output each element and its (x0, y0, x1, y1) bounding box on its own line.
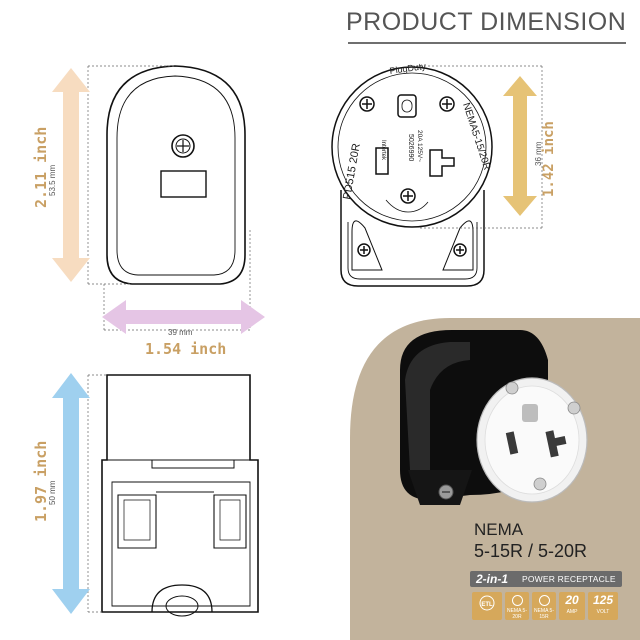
guide-lines-back (87, 65, 251, 331)
outlet-icon (538, 594, 550, 606)
title-underline (348, 42, 626, 44)
height-arrow-back (52, 68, 90, 282)
cert-cap: NEMA 5-20R (506, 608, 527, 620)
plug-height-mm: 53.5 mm (48, 164, 57, 196)
receptacle-photo (400, 330, 588, 505)
cert-label: Intertek (380, 140, 386, 161)
volt-value: 125 (592, 593, 614, 607)
code-label: 5026990 (407, 134, 414, 161)
plug-face-view (331, 66, 493, 287)
amp-caption: AMP (566, 609, 578, 615)
cert-volt: 125 VOLT (588, 592, 618, 620)
side-height-mm: 50 mm (48, 480, 57, 505)
feature-badge-strong: 2-in-1 (476, 572, 509, 586)
model-left-label: PD515 20R (341, 142, 363, 200)
guide-lines-face (412, 65, 543, 229)
plug-back-view (106, 65, 246, 285)
outlet-icon (511, 594, 523, 606)
feature-badge (470, 571, 622, 587)
cert-cap: NEMA 5-15R (533, 608, 554, 620)
height-arrow-side (52, 373, 90, 614)
product-name: NEMA (474, 520, 524, 539)
page-title: PRODUCT DIMENSION (346, 8, 627, 36)
product-variants: 5-15R / 5-20R (474, 541, 588, 561)
feature-badge-text: POWER RECEPTACLE (522, 574, 616, 584)
svg-text:ETL: ETL (481, 602, 493, 608)
guide-lines-side (87, 374, 107, 613)
volt-caption: VOLT (596, 609, 610, 615)
plug-side-view (101, 374, 259, 617)
face-height-mm: 36 mm (534, 141, 543, 166)
cert-badge-listed: ETL (472, 592, 502, 620)
width-arrow (102, 300, 265, 334)
height-arrow-face (503, 76, 537, 216)
cert-nema-520r: NEMA 5-20R (505, 592, 529, 620)
plug-width-mm: 39 mm (168, 328, 193, 337)
amp-value: 20 (565, 593, 579, 607)
rating-label: 20A 125V~ (416, 130, 423, 162)
model-right-label: NEMA5-15/20R (460, 102, 492, 172)
plug-width-inch: 1.54 inch (145, 340, 227, 358)
cert-amp: 20 AMP (559, 592, 585, 620)
face-text: PlugDuty Intertek 20A 125V~ 5026990 PD51… (341, 61, 492, 201)
cert-nema-515r: NEMA 5-15R (532, 592, 556, 620)
face-height-inch: 1.42 inch (541, 121, 557, 197)
